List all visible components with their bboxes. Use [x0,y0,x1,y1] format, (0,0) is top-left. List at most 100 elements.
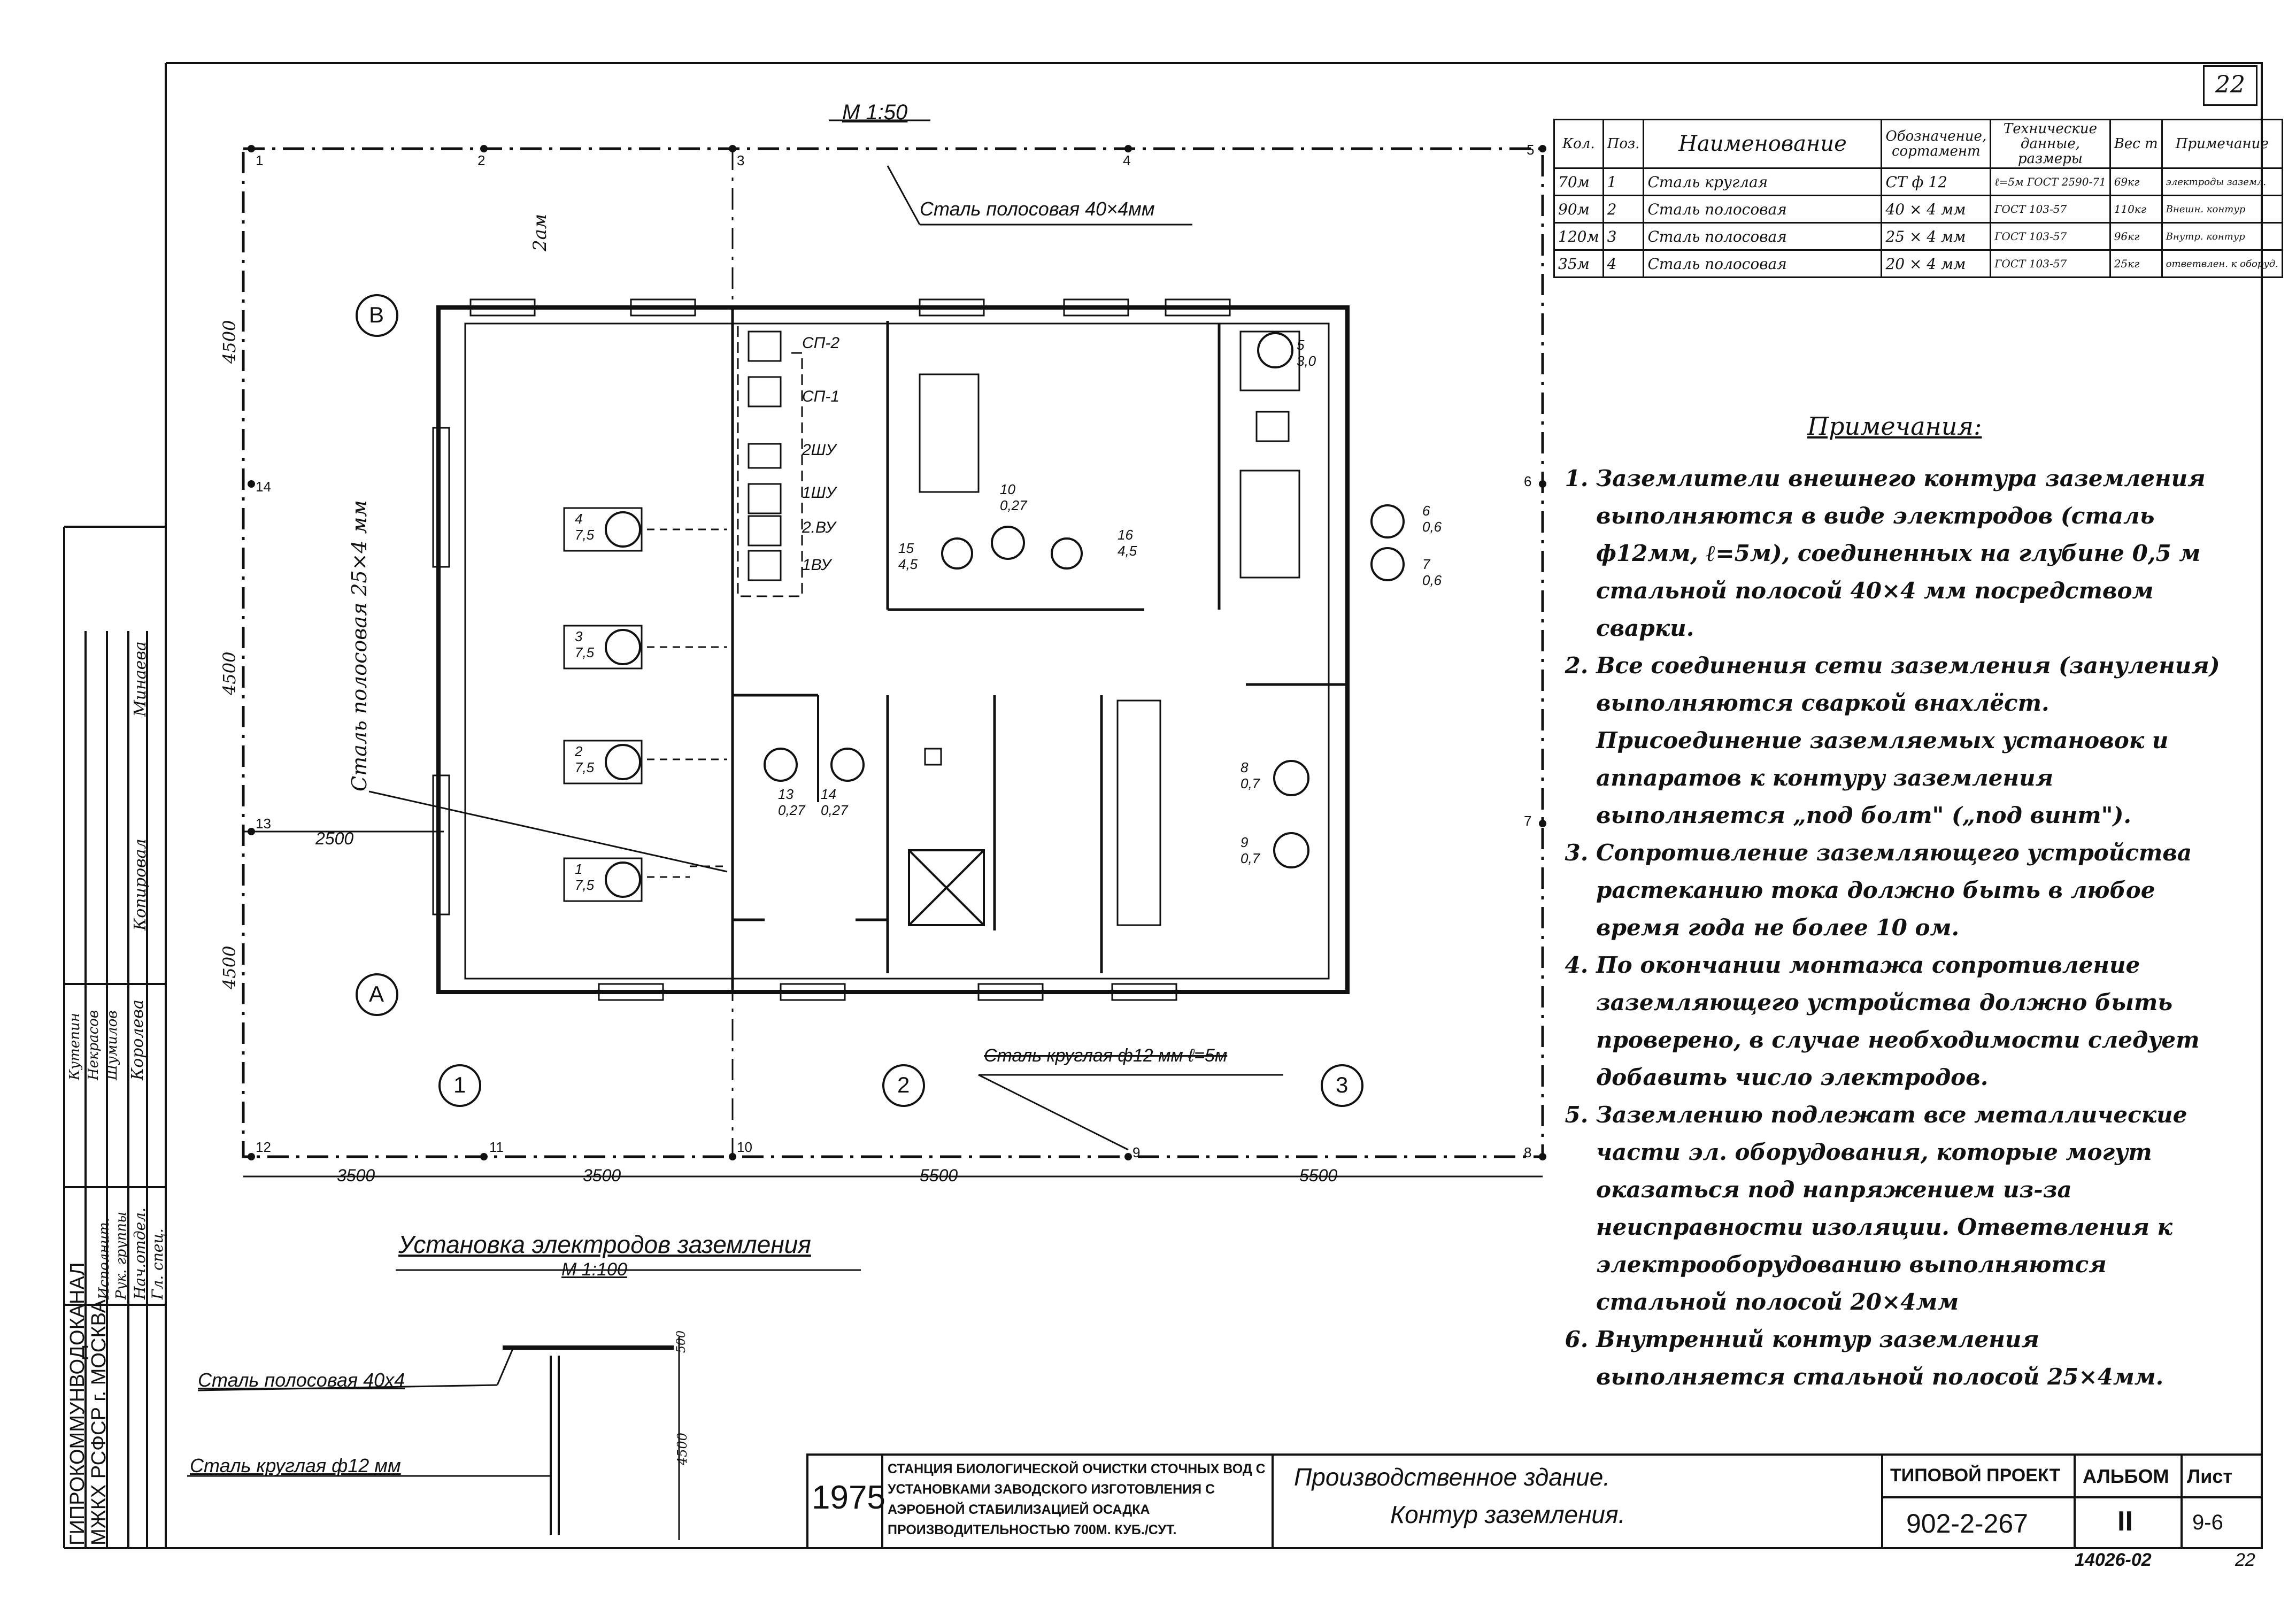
electrode-number: 13 [256,816,271,832]
person-name: Некрасов [86,1010,102,1080]
person-name: Королева [128,999,147,1080]
axis-marker-2: 2 [897,1072,910,1097]
electrode-number: 5 [1527,142,1535,158]
role-label: Рук. группы [113,1211,129,1299]
col-header: Технические данные, размеры [1990,119,2111,169]
cell: 110кг [2109,195,2163,224]
electrode-number: 9 [1132,1144,1141,1160]
cell: 1 [1602,167,1645,196]
outer-ground-contour [242,147,1544,1158]
axis-marker-1: 1 [453,1072,466,1097]
col-header: Примечание [2161,119,2283,169]
role-label: Исполнит. [96,1218,112,1299]
cell: ГОСТ 103-57 [1990,195,2111,224]
cell: 69кг [2109,167,2163,196]
electrode-number: 7 [1524,813,1532,829]
axis-marker-a: А [369,981,384,1006]
col-header: Вес т [2109,119,2163,169]
electrode-number: 2 [477,152,486,168]
electrode-number: 4 [1123,152,1131,168]
cell: 70м [1553,167,1604,196]
dim-left: 4500 [219,945,240,989]
specification-table: Кол. Поз. Наименование Обозначение, сорт… [1553,119,2283,278]
cell: 20 × 4 мм [1881,249,1992,278]
outer-strip-label: Сталь полосовая 40×4мм [920,198,1155,220]
dim-left: 4500 [219,651,240,695]
detail-scale: М 1:100 [561,1259,627,1280]
cell: 96кг [2109,222,2163,251]
col-header: Наименование [1643,119,1883,169]
electrode-points [248,145,1546,1160]
dim-bottom: 3500 [583,1166,621,1185]
detail-rod-label: Сталь круглая ф12 мм [190,1455,401,1476]
sheet-number: 22 [2203,65,2258,106]
panel-label: 2.ВУ [802,519,836,536]
building-walls [436,305,1350,994]
album-label: АЛЬБОМ [2083,1465,2169,1487]
col-header: Поз. [1602,119,1645,169]
panel-label: 1ШУ [802,484,836,502]
detail-depth: 500 [675,1330,688,1353]
album-number: II [2117,1506,2133,1537]
note-item: Внутренний контур заземления выполняется… [1596,1321,2232,1396]
notes-block: Заземлители внешнего контура заземления … [1569,460,2232,1396]
inner-ground-contour [737,326,803,597]
plan-scale: М 1:50 [842,101,908,124]
page-number: 22 [2235,1550,2255,1570]
notes-title: Примечания: [1807,412,1982,441]
axis-marker-3: 3 [1336,1072,1349,1097]
rod-label: Сталь круглая ф12 мм ℓ=5м [984,1045,1228,1066]
electrode-number: 1 [256,152,264,168]
dim-left: 4500 [219,320,240,364]
electrode-number: 8 [1524,1144,1532,1160]
cell: 40 × 4 мм [1881,195,1992,224]
role-label: Гл. спец. [149,1228,166,1299]
cell: 90м [1553,195,1604,224]
sheet-value: 9-6 [2192,1511,2223,1534]
cell: Сталь полосовая [1643,222,1883,251]
typical-project-number: 902-2-267 [1906,1509,2028,1539]
dim-bottom: 5500 [1299,1166,1338,1185]
note-item: Сопротивление заземляющего устройства ра… [1596,834,2232,947]
cell: 120м [1553,222,1604,251]
detail-strip-label: Сталь полосовая 40х4 [198,1369,405,1391]
person-name: Шумилов [104,1010,120,1080]
note-item: По окончании монтажа сопротивление зазем… [1596,947,2232,1096]
cell: Сталь полосовая [1643,195,1883,224]
table-header-row: Кол. Поз. Наименование Обозначение, сорт… [1553,119,2283,169]
cell: электроды заземл. [2161,167,2283,196]
cell: 25кг [2109,249,2163,278]
detail-title: Установка электродов заземления [398,1230,811,1258]
detail-length: 4500 [675,1432,690,1465]
axis-marker-v: В [369,302,384,327]
electrode-number: 3 [737,152,745,168]
cell: ответвлен. к оборуд. [2161,249,2283,278]
dim-bottom: 5500 [920,1166,958,1185]
note-item: Заземлению подлежат все металлические ча… [1596,1096,2232,1321]
role-label: Нач.отдел. [131,1207,149,1299]
cell: Внутр. контур [2161,222,2283,251]
inventory-number: 14026-02 [2075,1550,2152,1570]
col-header: Кол. [1553,119,1604,169]
cell: Сталь круглая [1643,167,1883,196]
dim-offset: 2500 [315,829,354,848]
electrode-number: 6 [1524,473,1532,489]
cell: СТ ф 12 [1881,167,1992,196]
dim-bottom: 3500 [337,1166,375,1185]
